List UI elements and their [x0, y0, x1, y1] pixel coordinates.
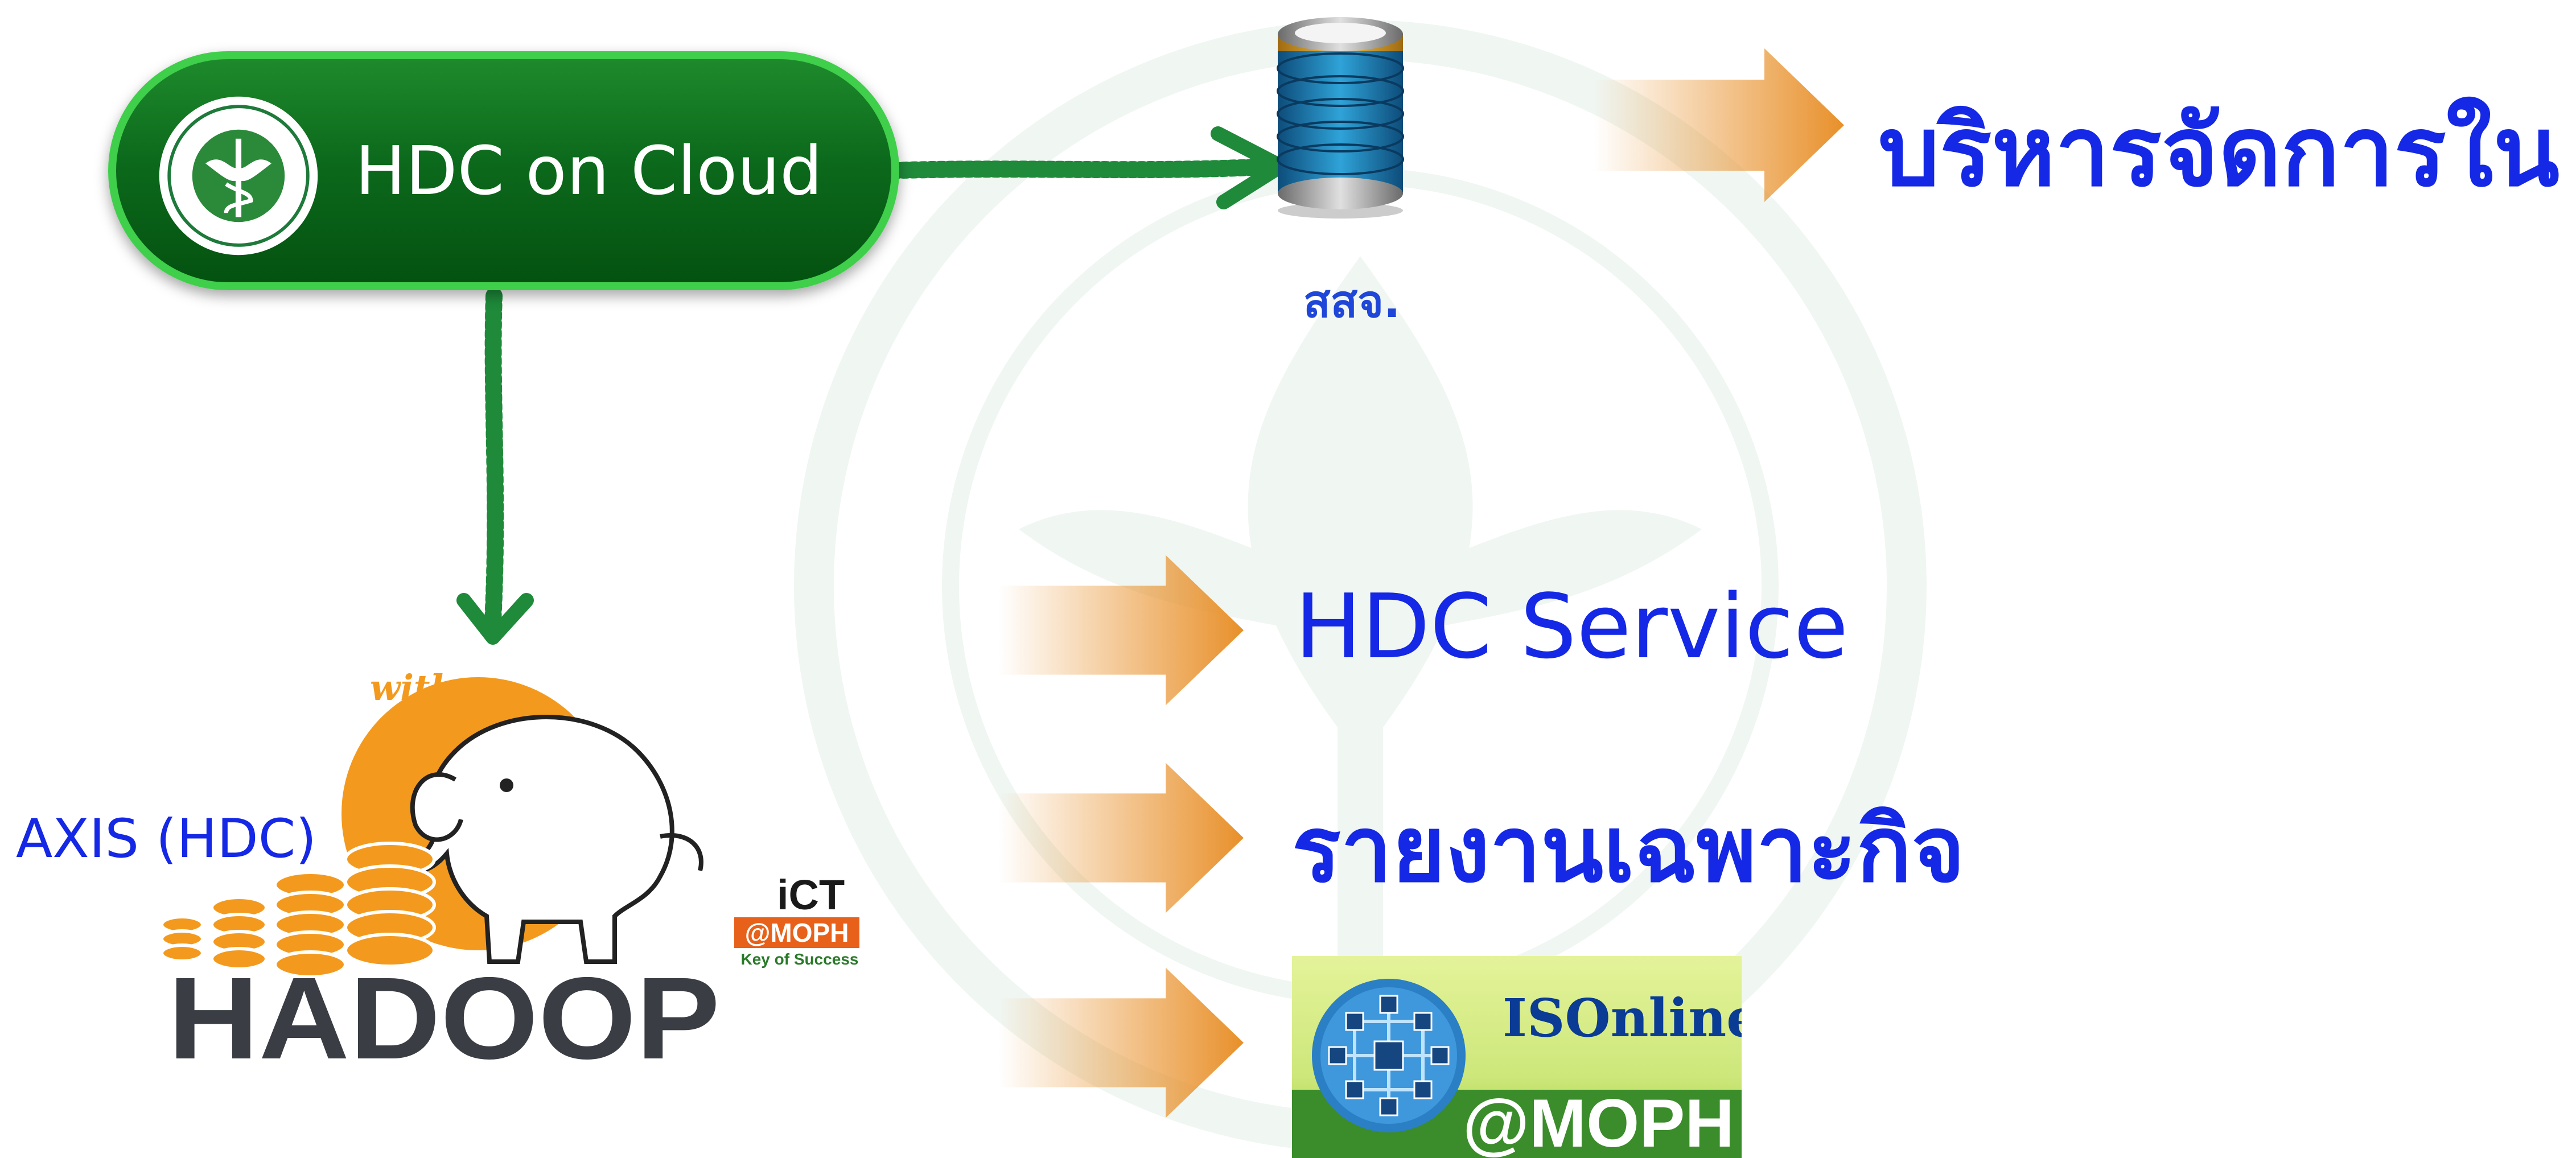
orange-arrow-hdc-service	[999, 555, 1244, 706]
network-globe-icon	[1312, 979, 1466, 1132]
ict-moph-text: @MOPH	[734, 917, 859, 948]
hdc-service-text: HDC Service	[1295, 575, 1849, 678]
svg-text:HADOOP: HADOOP	[168, 953, 720, 1075]
hdc-on-cloud-node: HDC on Cloud	[108, 51, 899, 290]
manage-in-province-text: บริหารจัดการใน จ.	[1878, 96, 2576, 208]
isonline-moph-text: @MOPH	[1463, 1085, 1735, 1158]
special-report-text: รายงานเฉพาะกิจ	[1292, 796, 1965, 903]
orange-arrow-manage	[1594, 48, 1844, 202]
isonline-title: ISOnline	[1503, 987, 1742, 1049]
hdc-on-cloud-label: HDC on Cloud	[355, 131, 823, 210]
svg-text:with: with	[370, 667, 456, 708]
axis-hdc-label: AXIS (HDC)	[16, 808, 317, 870]
orange-arrow-isonline	[999, 967, 1244, 1118]
arrow-cloud-to-hadoop	[456, 287, 534, 645]
ict-moph-badge: iCT @MOPH Key of Success	[723, 871, 865, 984]
arrow-cloud-to-database	[877, 126, 1288, 209]
database-label: สสจ.	[1303, 277, 1401, 328]
database-icon	[1277, 17, 1404, 219]
moph-seal-icon	[159, 96, 318, 255]
ict-text: iCT	[777, 871, 845, 918]
ict-tagline-text: Key of Success	[740, 950, 859, 968]
isonline-moph-badge: ISOnline @MOPH	[1292, 956, 1742, 1158]
hadoop-elephant-icon	[400, 715, 703, 964]
orange-arrow-special-report	[999, 763, 1244, 913]
hadoop-logo: with HADOOP	[160, 667, 720, 1075]
